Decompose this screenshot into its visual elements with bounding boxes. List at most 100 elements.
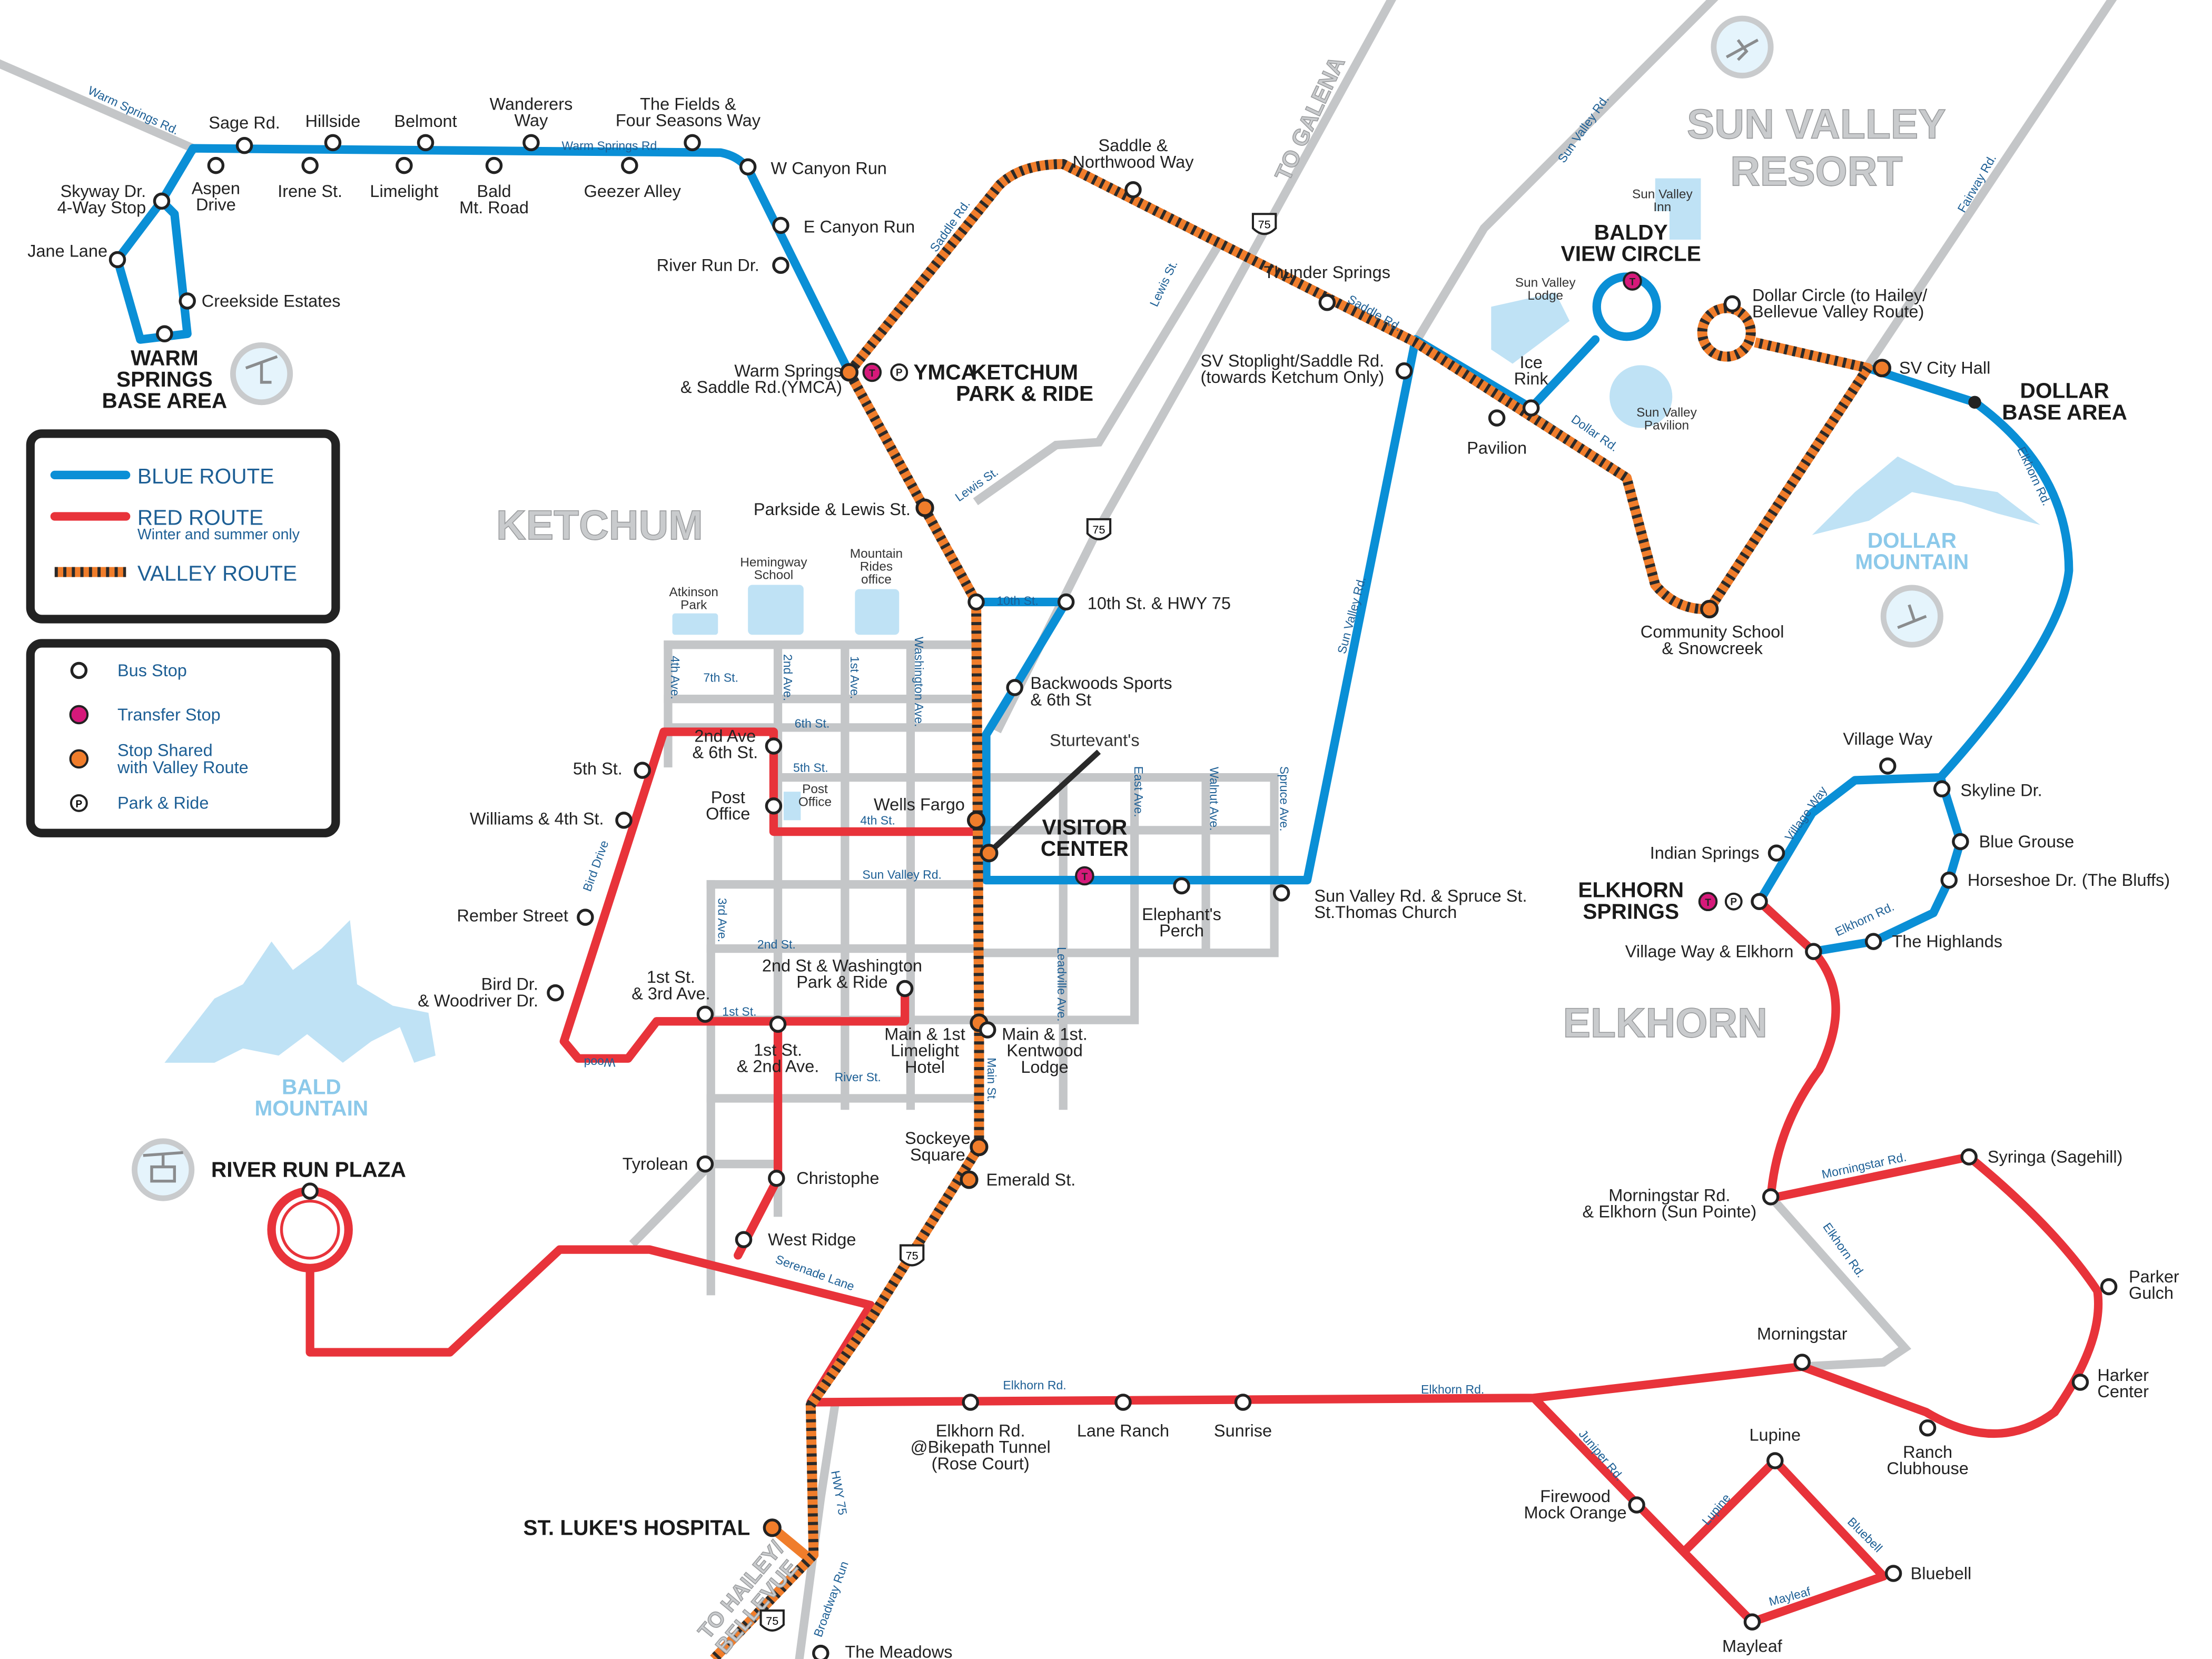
- bus-stop-the-fields-four-seasons-way[interactable]: [684, 134, 701, 152]
- bus-stop-the-highlands[interactable]: [1864, 933, 1882, 950]
- bus-stop-main-1st-kentwood-lodge[interactable]: [979, 1021, 996, 1039]
- bus-stop-horseshoe-dr-the-bluffs[interactable]: [1940, 871, 1958, 889]
- bus-stop-belmont[interactable]: [417, 134, 434, 152]
- street-label-spruce-ave: Spruce Ave.: [1277, 766, 1291, 832]
- stop-label: Syringa (Sagehill): [1988, 1147, 2123, 1166]
- bus-stop[interactable]: T: [1623, 271, 1642, 291]
- bus-stop-community-school-snowcreek[interactable]: [1700, 599, 1719, 619]
- bus-stop-icon: [1805, 943, 1822, 960]
- bus-stop-skyway-dr-4-way-stop[interactable]: [153, 192, 171, 210]
- bus-stop-parker-gulch[interactable]: [2100, 1278, 2118, 1296]
- bus-stop-2nd-ave-6th-st[interactable]: [765, 737, 783, 755]
- bus-stop[interactable]: [301, 1182, 319, 1200]
- bus-stop-elkhorn-rd-bikepath-tunnel-rose-court[interactable]: [962, 1394, 979, 1411]
- bus-stop-christophe[interactable]: [768, 1169, 785, 1187]
- bus-stop-williams-4th-st[interactable]: [615, 812, 633, 829]
- bus-stop-backwoods-sports-6th-st[interactable]: [1006, 679, 1023, 696]
- bus-stop-icon: [696, 1155, 714, 1173]
- bus-stop-sockeye-square[interactable]: [970, 1138, 989, 1157]
- bus-stop-village-way-elkhorn[interactable]: [1805, 943, 1822, 960]
- bus-stop-w-canyon-run[interactable]: [739, 158, 757, 176]
- bus-stop-indian-springs[interactable]: [1767, 844, 1785, 862]
- bus-stop[interactable]: [967, 593, 985, 611]
- bus-stop-saddle-northwood-way[interactable]: [1124, 181, 1142, 199]
- bus-stop-2nd-st-washington-park-ride[interactable]: [896, 980, 914, 998]
- bus-stop-emerald-st[interactable]: [960, 1170, 979, 1189]
- bus-stop-creekside-estates[interactable]: [179, 292, 196, 310]
- bus-stop[interactable]: P: [890, 363, 908, 381]
- street-label-3rd-ave: 3rd Ave.: [715, 898, 729, 942]
- street-label-bird-drive: Bird Drive: [580, 838, 611, 893]
- bus-stop-river-run-dr[interactable]: [772, 256, 789, 274]
- bus-stop-bald-mt-road[interactable]: [485, 156, 503, 174]
- bus-stop-sunrise[interactable]: [1234, 1394, 1252, 1411]
- bus-stop-icon: [772, 256, 789, 274]
- bus-stop-wanderers-way[interactable]: [522, 134, 540, 152]
- bus-stop[interactable]: T: [1075, 866, 1094, 886]
- bus-stop-bird-dr-woodriver-dr[interactable]: [547, 984, 564, 1002]
- bus-stop-jane-lane[interactable]: [108, 251, 126, 269]
- bus-stop[interactable]: [980, 844, 999, 863]
- bus-stop-syringa-sagehill[interactable]: [1960, 1148, 1978, 1166]
- bus-stop[interactable]: T: [1698, 892, 1718, 912]
- bus-stop-1st-st-2nd-ave[interactable]: [769, 1015, 787, 1033]
- bus-stop-lupine[interactable]: [1766, 1452, 1784, 1469]
- bus-stop-pavilion[interactable]: [1488, 409, 1506, 427]
- to-galena-label: TO GALENA: [1270, 53, 1350, 185]
- bus-stop[interactable]: [156, 325, 173, 343]
- bus-stop-wells-fargo[interactable]: [966, 811, 986, 829]
- park-ride-label: Park & Ride: [117, 794, 209, 813]
- bus-stop-sv-city-hall[interactable]: [1872, 359, 1892, 378]
- bus-stop[interactable]: [1968, 396, 1981, 409]
- bus-stop-blue-grouse[interactable]: [1952, 833, 1969, 851]
- bus-stop-village-way[interactable]: [1879, 757, 1897, 775]
- bus-stop-icon: [1057, 593, 1075, 611]
- bus-stop-post-office[interactable]: [765, 797, 783, 815]
- bus-stop-sage-rd[interactable]: [235, 137, 253, 154]
- bus-stop-dollar-circle-to-hailey-bellevue-valley-route[interactable]: [1723, 295, 1741, 313]
- bus-stop-morningstar[interactable]: [1793, 1354, 1811, 1371]
- street-label-4th-st: 4th St.: [860, 814, 895, 827]
- bus-stop-sun-valley-rd-spruce-st-st-thomas-church[interactable]: [1272, 884, 1290, 902]
- bus-stop[interactable]: [1751, 893, 1768, 911]
- bus-stop-limelight[interactable]: [396, 156, 413, 174]
- bus-stop-icon: [1766, 1452, 1784, 1469]
- bus-stop-hillside[interactable]: [324, 134, 342, 152]
- bus-stop-warm-springs-saddle-rd-ymca[interactable]: [840, 363, 859, 382]
- bus-stop-bluebell[interactable]: [1884, 1565, 1902, 1582]
- bus-stop-e-canyon-run[interactable]: [772, 216, 789, 234]
- bus-stop-ice-rink[interactable]: [1522, 399, 1540, 417]
- bus-stop-firewood-mock-orange[interactable]: [1628, 1496, 1645, 1514]
- bus-stop-skyline-dr[interactable]: [1933, 780, 1951, 798]
- bus-stop-west-ridge[interactable]: [735, 1231, 753, 1248]
- bus-stop-morningstar-rd-elkhorn-sun-pointe[interactable]: [1762, 1188, 1780, 1206]
- stop-label: Morningstar Rd.& Elkhorn (Sun Pointe): [1583, 1186, 1757, 1221]
- bus-stop[interactable]: P: [1724, 892, 1743, 911]
- bus-stop[interactable]: [763, 1518, 782, 1537]
- bus-stop-icon: [1960, 1148, 1978, 1166]
- transfer-icon: [1698, 892, 1718, 912]
- bus-stop-sv-stoplight-saddle-rd-towards-ketchum-only[interactable]: [1395, 362, 1413, 380]
- bus-stop-elephant-s-perch[interactable]: [1173, 877, 1190, 895]
- bus-stop[interactable]: T: [862, 362, 882, 382]
- bus-stop-10th-st-hwy-75[interactable]: [1057, 593, 1075, 611]
- bus-stop-the-meadows[interactable]: [812, 1644, 829, 1659]
- bus-stop-rember-street[interactable]: [577, 908, 594, 926]
- bus-stop-irene-st[interactable]: [301, 156, 319, 174]
- bus-stop-tyrolean[interactable]: [696, 1155, 714, 1173]
- sun-valley-pavilion: [1609, 365, 1673, 428]
- bus-stop-1st-st-3rd-ave[interactable]: [696, 1005, 714, 1023]
- red-route-label: RED ROUTE: [137, 506, 263, 530]
- bus-stop-lane-ranch[interactable]: [1114, 1394, 1132, 1411]
- bus-stop-thunder-springs[interactable]: [1318, 293, 1336, 311]
- bus-stop-ranch-clubhouse[interactable]: [1919, 1419, 1937, 1437]
- bus-stop-geezer-alley[interactable]: [621, 156, 638, 174]
- sturtevants-pointer: [993, 749, 1101, 850]
- bus-stop-parkside-lewis-st[interactable]: [915, 498, 934, 517]
- bus-stop-aspen-drive[interactable]: [207, 156, 225, 174]
- bus-stop-5th-st[interactable]: [634, 762, 651, 779]
- bus-stop-mayleaf[interactable]: [1743, 1613, 1761, 1631]
- bus-stop-harker-center[interactable]: [2071, 1374, 2089, 1391]
